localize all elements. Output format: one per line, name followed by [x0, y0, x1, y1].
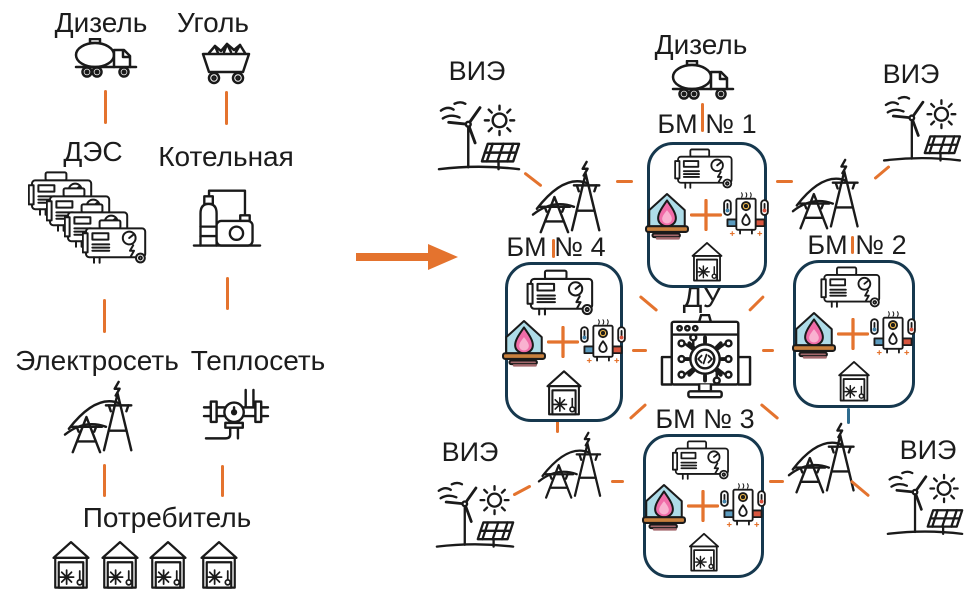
water-heater-icon: [580, 318, 626, 366]
connector: [628, 403, 648, 420]
heating-house-icon: [645, 190, 689, 240]
water-heater-icon: [720, 482, 766, 530]
diesel-generator-icon: [666, 148, 748, 190]
heating-house-icon: [502, 317, 546, 367]
label-coal: Уголь: [176, 7, 250, 38]
label-bm4: БМ № 4: [506, 232, 606, 262]
label-kotelnaya: Котельная: [158, 141, 294, 172]
heat-plus-boiler-row: [792, 309, 916, 359]
connector: [226, 277, 229, 310]
connector: [103, 299, 106, 333]
block-module-1: [647, 142, 767, 288]
transform-arrow-icon: [356, 244, 458, 270]
power-lines-icon: [62, 380, 144, 458]
connector: [776, 180, 793, 183]
label-bm1: БМ № 1: [657, 109, 757, 139]
label-des: ДЭС: [63, 136, 123, 167]
label-diesel-left: Дизель: [54, 7, 148, 38]
consumer-house-icon: [99, 538, 141, 590]
plus-icon: [687, 490, 719, 522]
consumer-house-icon: [831, 359, 877, 402]
boiler-house-icon: [192, 186, 262, 254]
block-module-4: [505, 262, 623, 422]
label-vie-top-left: ВИЭ: [448, 56, 506, 86]
wind-solar-icon: [886, 466, 964, 540]
diesel-generator-icon: [523, 269, 605, 317]
power-lines-icon: [535, 431, 613, 503]
wind-solar-icon: [437, 96, 521, 176]
diesel-generator-icon: [663, 440, 745, 481]
water-heater-icon: [723, 191, 769, 239]
connector-teal: [847, 408, 850, 424]
label-bm3: БМ № 3: [655, 404, 755, 434]
connector: [769, 480, 784, 483]
heat-plus-boiler-row: [645, 190, 769, 240]
connector: [221, 465, 224, 497]
block-module-2: [793, 260, 915, 408]
connector: [701, 103, 704, 132]
label-elektroset: Электросеть: [15, 345, 179, 376]
consumer-house-icon: [147, 538, 189, 590]
connector: [552, 239, 555, 258]
plus-icon: [837, 318, 869, 350]
label-vie-top-right: ВИЭ: [882, 59, 940, 89]
connector: [616, 180, 633, 183]
label-vie-bottom-right: ВИЭ: [899, 435, 957, 465]
plus-icon: [547, 326, 579, 358]
label-potrebitel: Потребитель: [82, 502, 252, 533]
water-heater-icon: [870, 310, 916, 358]
connector: [748, 295, 765, 312]
connector: [638, 294, 659, 313]
heat-plus-boiler-row: [502, 317, 626, 367]
connector: [556, 417, 559, 433]
consumer-house-icon: [541, 368, 587, 416]
connector: [762, 349, 774, 352]
block-module-3: [643, 434, 764, 578]
consumer-house-icon: [684, 240, 730, 282]
consumer-house-icon: [50, 538, 92, 590]
power-lines-icon: [787, 422, 865, 498]
connector: [632, 349, 647, 352]
connector: [512, 484, 532, 497]
label-diesel-right: Дизель: [654, 29, 748, 60]
fuel-truck-icon: [74, 38, 138, 80]
control-computer-icon: [660, 314, 752, 406]
consumer-house-icon: [681, 531, 727, 572]
label-vie-bottom-left: ВИЭ: [441, 437, 499, 467]
power-lines-icon: [531, 160, 611, 238]
connector: [759, 402, 780, 421]
connector: [611, 480, 624, 483]
heat-pipeline-icon: [202, 388, 270, 450]
connector: [225, 91, 228, 125]
heat-plus-boiler-row: [642, 481, 766, 531]
wind-solar-icon: [882, 92, 962, 166]
label-teploset: Теплосеть: [190, 345, 326, 376]
heating-house-icon: [642, 481, 686, 531]
label-bm2: БМ № 2: [807, 230, 907, 260]
connector: [851, 236, 854, 254]
coal-cart-icon: [200, 40, 252, 86]
consumer-house-icon: [198, 538, 240, 590]
connector: [873, 164, 891, 181]
power-lines-icon: [791, 158, 869, 234]
plus-icon: [690, 199, 722, 231]
diesel-generator-icon: [813, 266, 895, 309]
fuel-truck-icon: [671, 60, 735, 102]
connector: [104, 90, 107, 124]
diesel-generator-icon: [82, 218, 154, 266]
heating-house-icon: [792, 309, 836, 359]
wind-solar-icon: [435, 476, 515, 554]
connector: [103, 464, 106, 497]
